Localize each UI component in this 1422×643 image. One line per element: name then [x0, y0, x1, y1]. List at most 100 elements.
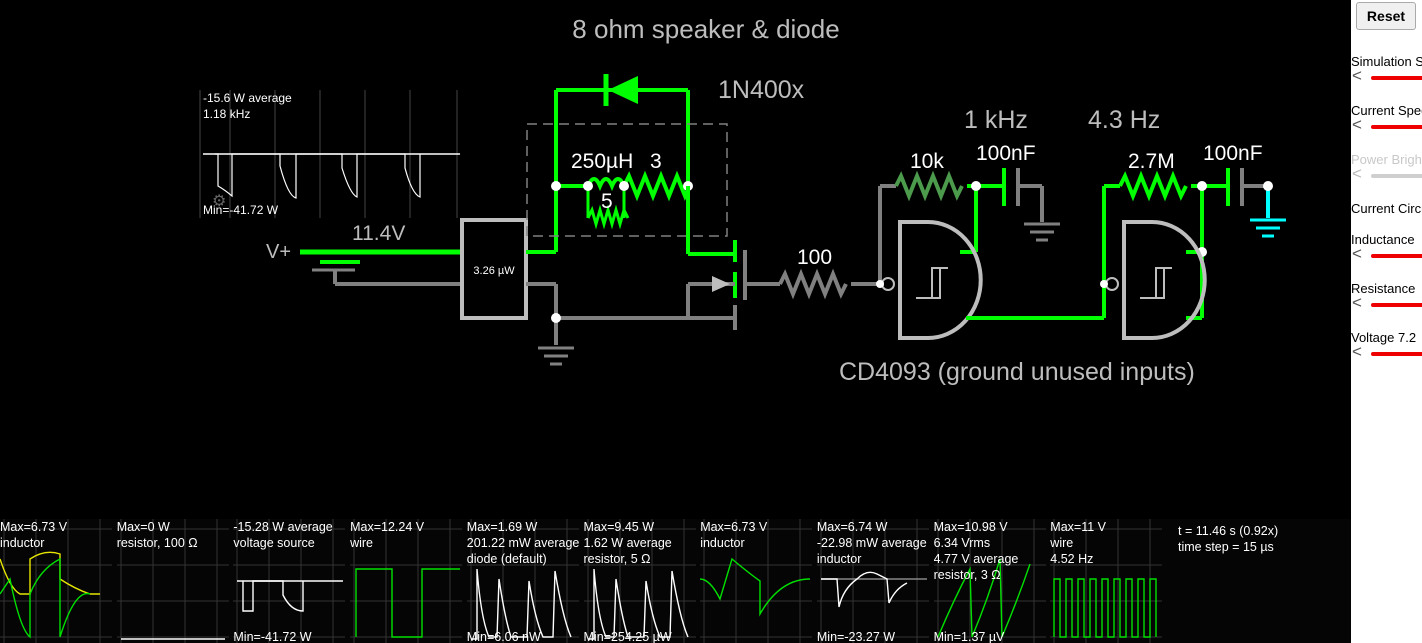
scope-label: Max=12.24 V [350, 520, 425, 534]
scope-label: -15.28 W average [233, 520, 333, 534]
vplus-label: V+ [266, 241, 291, 263]
r10k-label: 10k [910, 150, 944, 173]
power-meter[interactable]: 3.26 µW [460, 218, 528, 320]
resistor-2-7m[interactable] [1118, 170, 1188, 202]
voltage-label: Voltage 7.2 [1351, 330, 1417, 345]
scope-label: Max=6.73 V [0, 520, 68, 534]
scope-label: Max=10.98 V [933, 520, 1008, 534]
resistor-5[interactable] [586, 204, 630, 230]
slider-left-icon: < [1352, 66, 1362, 85]
power-brightness-label: Power Brightness [1351, 152, 1422, 167]
resistance-slider[interactable]: < [1351, 294, 1422, 312]
scope-waveform [466, 519, 579, 643]
scope-label: resistor, 3 Ω [933, 568, 1001, 582]
scope-label: diode (default) [466, 552, 547, 566]
scope-label: Max=11 V [1050, 520, 1106, 534]
scope-label: inductor [0, 536, 45, 550]
current-speed-label: Current Speed [1351, 103, 1422, 118]
current-circuit-label: Current Circuit: [1351, 201, 1422, 216]
resistor-10k[interactable] [894, 170, 964, 202]
ground-symbol-3 [1250, 218, 1286, 238]
scope-waveform [1050, 519, 1163, 643]
resistor-3[interactable] [622, 170, 692, 202]
scope-waveform [116, 519, 229, 643]
current-speed-slider[interactable]: < [1351, 116, 1422, 134]
slider-left-icon: < [1352, 164, 1362, 183]
scope-label: inductor [700, 536, 745, 550]
power-meter-value: 3.26 µW [473, 265, 515, 277]
sim-speed-slider[interactable]: < [1351, 67, 1422, 85]
power-brightness-slider[interactable]: < [1351, 165, 1422, 183]
voltage-source[interactable] [300, 249, 460, 286]
scope-9[interactable]: Max=11 V wire 4.52 Hz [1050, 519, 1163, 643]
mosfet[interactable] [686, 240, 747, 330]
scope-0[interactable]: Max=6.73 V inductor [0, 519, 112, 643]
reset-button[interactable]: Reset [1356, 2, 1416, 30]
inline-scope[interactable]: -15.6 W average 1.18 kHz Min=-41.72 W ⚙ [199, 90, 460, 218]
inline-scope-min: Min=-41.72 W [203, 203, 279, 217]
scope-label: 4.52 Hz [1050, 552, 1094, 566]
scope-waveform [933, 519, 1046, 643]
gear-icon[interactable]: ⚙ [212, 193, 226, 210]
scope-min: Min=-41.72 W [233, 630, 312, 643]
scope-label: Max=9.45 W [583, 520, 655, 534]
scope-label: inductor [816, 552, 862, 566]
slider-left-icon: < [1352, 342, 1362, 361]
c1-label: 100nF [976, 142, 1036, 165]
scope-waveform [816, 519, 929, 643]
slider-left-icon: < [1352, 244, 1362, 263]
inductor-label: 250µH [571, 150, 633, 173]
circuit-title: 8 ohm speaker & diode [572, 14, 839, 44]
resistor-100[interactable] [778, 268, 848, 300]
scope-min: Min=-23.27 W [816, 630, 896, 643]
circuit-diagram[interactable]: 8 ohm speaker & diode -15.6 W average 1.… [0, 0, 1351, 519]
scope-label: -22.98 mW average [816, 536, 927, 550]
nand-gate-1[interactable] [898, 220, 983, 340]
scope-waveform [233, 519, 346, 643]
diode[interactable] [603, 74, 638, 106]
scope-min: Min=6.06 nW [466, 630, 541, 643]
inductance-slider[interactable]: < [1351, 245, 1422, 263]
scope-label: 4.77 V average [933, 552, 1019, 566]
scope-5[interactable]: Max=9.45 W 1.62 W average resistor, 5 Ω Min… [583, 519, 696, 643]
scope-min: Min=1.37 µV [933, 630, 1005, 643]
scope-label: Max=6.74 W [816, 520, 888, 534]
chip-label: CD4093 (ground unused inputs) [839, 358, 1195, 386]
scope-min: Min=254.25 µW [583, 630, 672, 643]
inductance-label: Inductance [1351, 232, 1415, 247]
supply-voltage-label: 11.4V [352, 222, 405, 245]
voltage-slider[interactable]: < [1351, 343, 1422, 361]
inline-scope-line2: 1.18 kHz [203, 107, 250, 121]
scope-label: wire [1050, 536, 1074, 550]
inductor[interactable] [586, 177, 626, 192]
scope-label: 201.22 mW average [466, 536, 579, 550]
slider-left-icon: < [1352, 293, 1362, 312]
nand-gate-2[interactable] [1122, 220, 1207, 340]
r27m-label: 2.7M [1128, 150, 1175, 173]
scope-waveform [583, 519, 696, 643]
scope-label: Max=0 W [116, 520, 170, 534]
speaker-res-label: 3 [650, 150, 662, 173]
time-step: time step = 15 µs [1178, 540, 1274, 554]
scope-label: voltage source [233, 536, 315, 550]
scope-label: 1.62 W average [583, 536, 672, 550]
scope-label: resistor, 5 Ω [583, 552, 651, 566]
res5-label: 5 [601, 190, 613, 213]
diode-label: 1N400x [718, 76, 805, 104]
resistance-label: Resistance [1351, 281, 1416, 296]
sim-speed-label: Simulation Speed [1351, 54, 1422, 69]
scope-waveform [700, 519, 813, 643]
slider-left-icon: < [1352, 115, 1362, 134]
inline-scope-line1: -15.6 W average [203, 91, 292, 105]
speaker-box [526, 123, 728, 237]
scope-waveform [0, 519, 112, 643]
circuit-canvas[interactable]: 8 ohm speaker & diode -15.6 W average 1.… [0, 0, 1351, 643]
